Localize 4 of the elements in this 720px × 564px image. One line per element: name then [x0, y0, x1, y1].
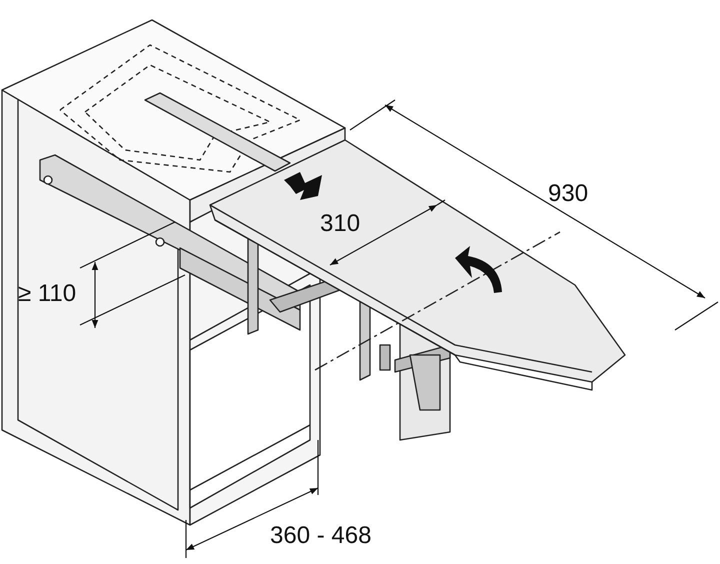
dimension-label: 930	[548, 182, 588, 206]
dimension-label: 360 - 468	[270, 524, 372, 548]
dimension-label: 310	[320, 212, 360, 236]
dimension-label: ≥ 110	[18, 282, 76, 306]
